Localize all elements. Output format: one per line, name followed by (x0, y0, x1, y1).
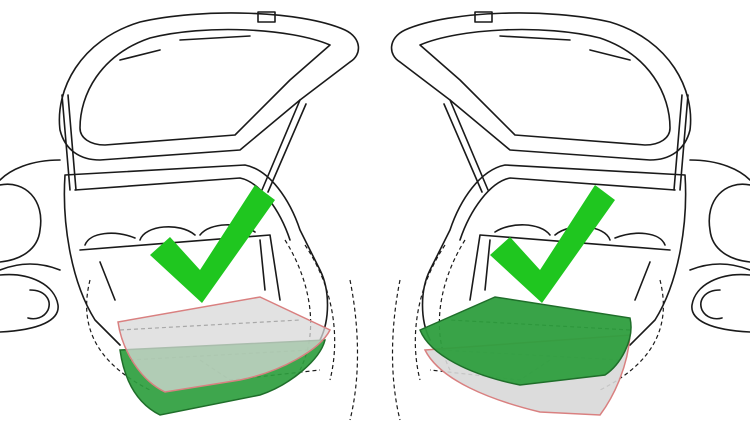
floor-mat-gray (117, 296, 332, 393)
floor-mat-green (419, 296, 632, 386)
right-car-trunk (390, 11, 750, 421)
check-mark-icon (150, 185, 275, 303)
left-car-trunk (0, 11, 360, 421)
